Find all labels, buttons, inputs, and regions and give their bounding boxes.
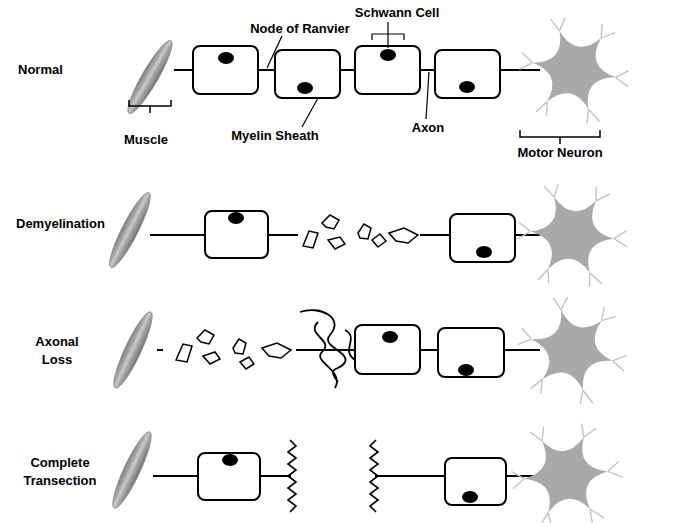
schwann-nucleus	[222, 454, 238, 466]
row-label: Normal	[18, 61, 98, 79]
axonal-loss-row	[108, 288, 639, 413]
schwann-nucleus	[382, 331, 398, 343]
muscle	[108, 309, 158, 392]
schwann-nucleus	[476, 246, 492, 258]
leader-line	[302, 98, 318, 127]
myelin-segment	[355, 46, 420, 94]
schwann-nucleus	[462, 491, 478, 503]
demyelination-row	[104, 180, 632, 289]
leader-line	[372, 22, 404, 48]
part-label: Myelin Sheath	[215, 127, 335, 145]
part-label: Axon	[398, 119, 458, 137]
normal-row	[122, 11, 638, 144]
schwann-nucleus	[458, 364, 474, 376]
degenerating-axon	[296, 310, 355, 388]
row-label: Axonal Loss	[27, 333, 87, 369]
schwann-nucleus	[380, 49, 396, 61]
row-label: Demyelination	[16, 215, 126, 233]
myelin-debris	[303, 215, 418, 249]
part-label: Muscle	[106, 131, 186, 149]
part-label: Node of Ranvier	[240, 20, 360, 38]
row-label: Complete Transection	[15, 454, 105, 490]
myelin-segment	[198, 453, 260, 500]
axon-line	[420, 349, 438, 351]
bracket	[129, 100, 171, 113]
motor-neuron	[514, 180, 632, 289]
motor-neuron	[512, 11, 638, 129]
part-label: Motor Neuron	[490, 144, 630, 162]
motor-neuron	[507, 288, 639, 413]
schwann-nucleus	[297, 82, 313, 94]
schwann-nucleus	[459, 81, 475, 93]
complete-transection-row	[107, 420, 626, 523]
leader-line	[426, 72, 429, 119]
bracket	[520, 130, 600, 144]
myelin-segment	[450, 214, 515, 262]
myelin-segment	[205, 211, 268, 258]
axon-line	[504, 349, 540, 351]
myelin-segment	[275, 50, 340, 98]
myelin-segment	[193, 46, 258, 94]
myelin-segment	[445, 458, 506, 505]
muscle	[107, 429, 157, 512]
cut-end	[288, 440, 296, 512]
muscle	[122, 37, 178, 118]
myelin-segment	[355, 325, 420, 374]
axon-fragment	[157, 349, 163, 351]
myelin-debris	[176, 330, 291, 369]
muscle	[104, 189, 156, 271]
leader-line	[267, 36, 282, 68]
part-label: Schwann Cell	[347, 4, 447, 22]
motor-neuron	[508, 420, 626, 523]
schwann-nucleus	[228, 212, 244, 224]
schwann-nucleus	[218, 52, 234, 64]
myelin-segment	[438, 328, 504, 377]
myelin-segment	[435, 50, 500, 98]
